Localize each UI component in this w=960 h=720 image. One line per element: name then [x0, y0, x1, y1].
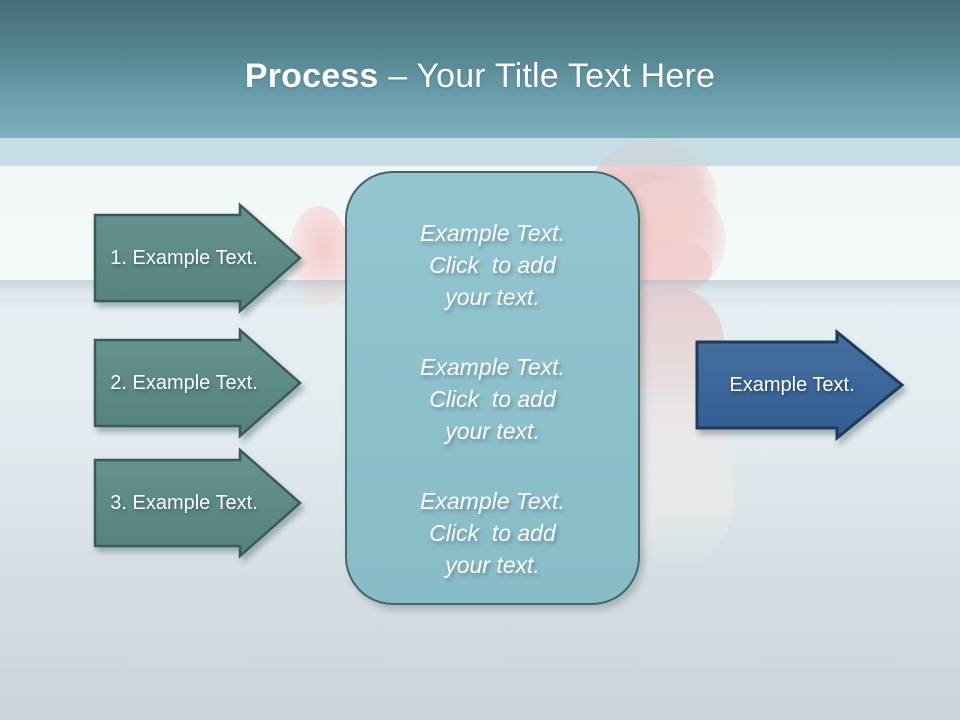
output-arrow-label: Example Text. [729, 373, 855, 396]
step-arrow-label: 3. Example Text. [110, 491, 258, 514]
panel-line: Click to add [429, 252, 556, 278]
panel-line: your text. [445, 284, 540, 310]
panel-text-block-1[interactable]: Example Text. Click to add your text. [420, 217, 565, 313]
panel-text-block-2[interactable]: Example Text. Click to add your text. [420, 351, 565, 447]
panel-line: Click to add [429, 520, 556, 546]
output-arrow[interactable]: Example Text. [695, 328, 905, 442]
strip-overlay [0, 138, 960, 166]
right-arrow-icon [93, 202, 302, 314]
right-arrow-icon [93, 447, 302, 559]
step-arrow-label: 2. Example Text. [110, 371, 258, 394]
panel-line: your text. [445, 418, 540, 444]
step-arrow-label: 1. Example Text. [110, 246, 258, 269]
step-arrow-2[interactable]: 2. Example Text. [93, 327, 302, 439]
panel-text-block-3[interactable]: Example Text. Click to add your text. [420, 485, 565, 581]
title-keyword: Process [244, 56, 379, 95]
step-arrow-3[interactable]: 3. Example Text. [93, 447, 302, 559]
panel-line: Example Text. [420, 220, 565, 246]
header-band [0, 0, 960, 138]
right-arrow-icon [695, 328, 905, 442]
page-title: Process – Your Title Text Here [245, 57, 715, 96]
panel-line: your text. [445, 552, 540, 578]
panel-line: Example Text. [420, 354, 565, 380]
panel-line: Click to add [429, 386, 556, 412]
step-arrow-1[interactable]: 1. Example Text. [93, 202, 302, 314]
panel-line: Example Text. [420, 488, 565, 514]
right-arrow-icon [93, 327, 302, 439]
title-rest: – Your Title Text Here [378, 56, 716, 95]
slide-header: Process – Your Title Text Here [0, 0, 960, 138]
center-text-panel[interactable]: Example Text. Click to add your text. Ex… [345, 171, 640, 605]
